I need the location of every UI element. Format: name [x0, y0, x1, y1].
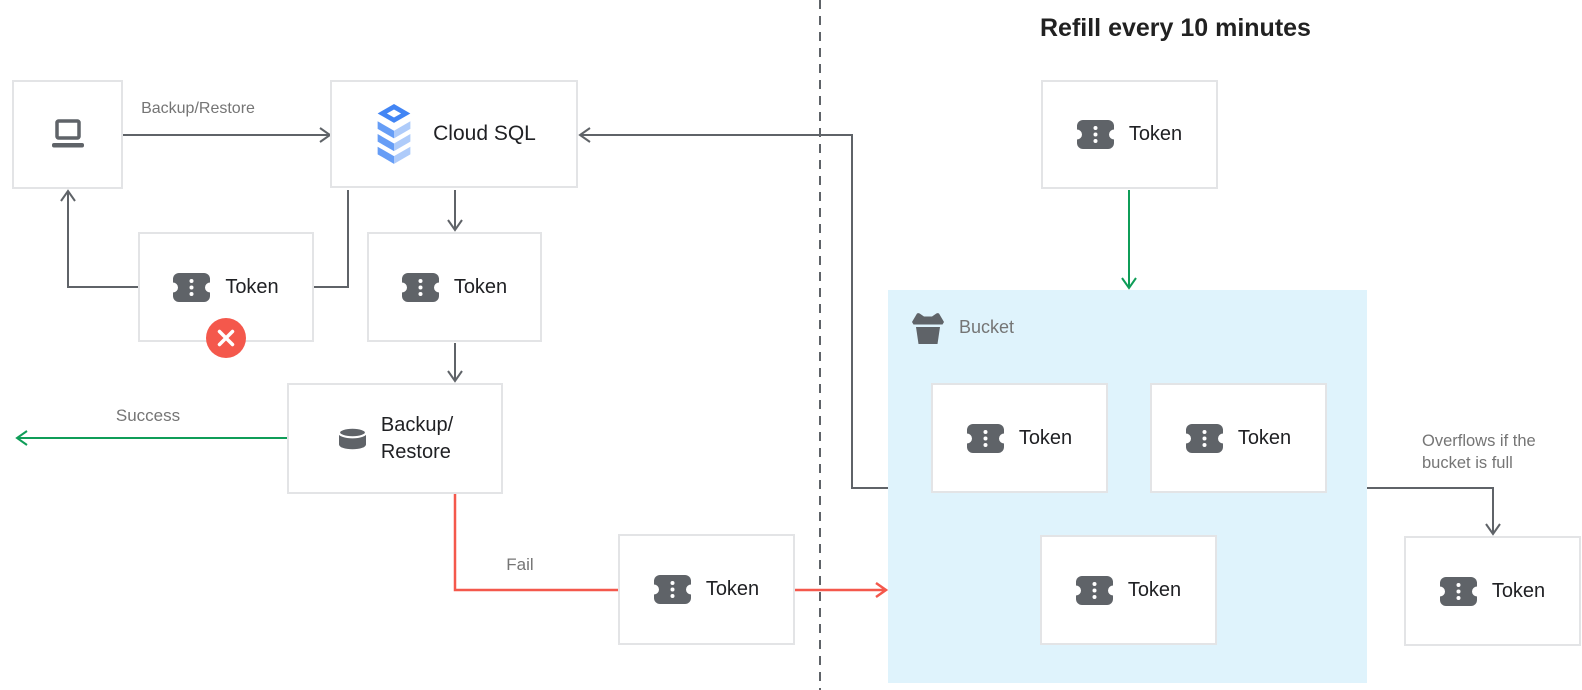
backup-restore-node: Backup/ Restore: [287, 383, 503, 494]
token-label: Token: [1237, 426, 1292, 449]
token-icon: [401, 272, 439, 302]
edge-label-overflow: Overflows if the bucket is full: [1422, 430, 1582, 474]
token-label: Token: [1128, 123, 1183, 145]
token-icon: [173, 272, 211, 302]
token-refill-node: Token: [1041, 80, 1218, 189]
bucket-icon: [912, 313, 944, 344]
cloud-sql-icon: [377, 104, 411, 164]
token-label: Token: [705, 578, 760, 600]
edge-bucket-to-cloudsql: [578, 127, 888, 489]
token-icon: [1075, 575, 1113, 605]
token-label: Token: [225, 275, 279, 298]
bucket-token-1: Token: [931, 383, 1108, 493]
edge-label-overflow-line2: bucket is full: [1422, 454, 1513, 472]
client-node: [12, 80, 123, 189]
bucket-label: Bucket: [910, 310, 1014, 345]
token-failed-node: Token: [618, 534, 795, 645]
backup-restore-label-line1: Backup/: [380, 413, 454, 436]
token-icon: [1185, 423, 1223, 453]
token-in-use-node: Token: [367, 232, 542, 342]
cloud-sql-node: Cloud SQL: [330, 80, 578, 188]
token-overflow-node: Token: [1404, 536, 1581, 646]
edge-label-backup-restore: Backup/Restore: [141, 100, 255, 117]
backup-restore-label-line2: Restore: [380, 440, 451, 463]
edge-token-to-client: [60, 189, 138, 288]
token-label: Token: [1491, 579, 1546, 602]
edge-token-to-backup-restore: [447, 343, 463, 383]
edge-cloudsql-to-token: [447, 190, 463, 232]
token-label: Token: [1127, 578, 1182, 601]
token-icon: [1076, 120, 1114, 149]
token-label: Token: [453, 275, 508, 298]
edge-fail: [453, 494, 889, 599]
token-icon: [653, 575, 691, 604]
cloud-sql-label: Cloud SQL: [433, 122, 536, 145]
edge-label-success: Success: [115, 406, 181, 425]
token-icon: [1439, 576, 1477, 606]
bucket-token-2: Token: [1150, 383, 1327, 493]
laptop-icon: [51, 118, 84, 147]
close-icon: [217, 329, 235, 347]
edge-bucket-to-overflow: [1367, 487, 1501, 536]
database-icon: [337, 426, 367, 450]
edge-success: [15, 430, 287, 446]
page-title: Refill every 10 minutes: [1040, 14, 1311, 42]
edge-label-fail: Fail: [506, 555, 534, 574]
edge-refill: [1121, 190, 1137, 290]
backup-restore-label: Backup/ Restore: [381, 412, 453, 466]
bucket-token-3: Token: [1040, 535, 1217, 645]
token-icon: [966, 423, 1004, 453]
edge-label-overflow-line1: Overflows if the: [1422, 432, 1536, 450]
token-label: Token: [1018, 426, 1073, 449]
edge-token-to-cloudsql: [314, 190, 349, 288]
edge-client-to-cloudsql: [123, 127, 332, 143]
error-badge: [206, 318, 246, 358]
bucket-title: Bucket: [959, 317, 1015, 337]
